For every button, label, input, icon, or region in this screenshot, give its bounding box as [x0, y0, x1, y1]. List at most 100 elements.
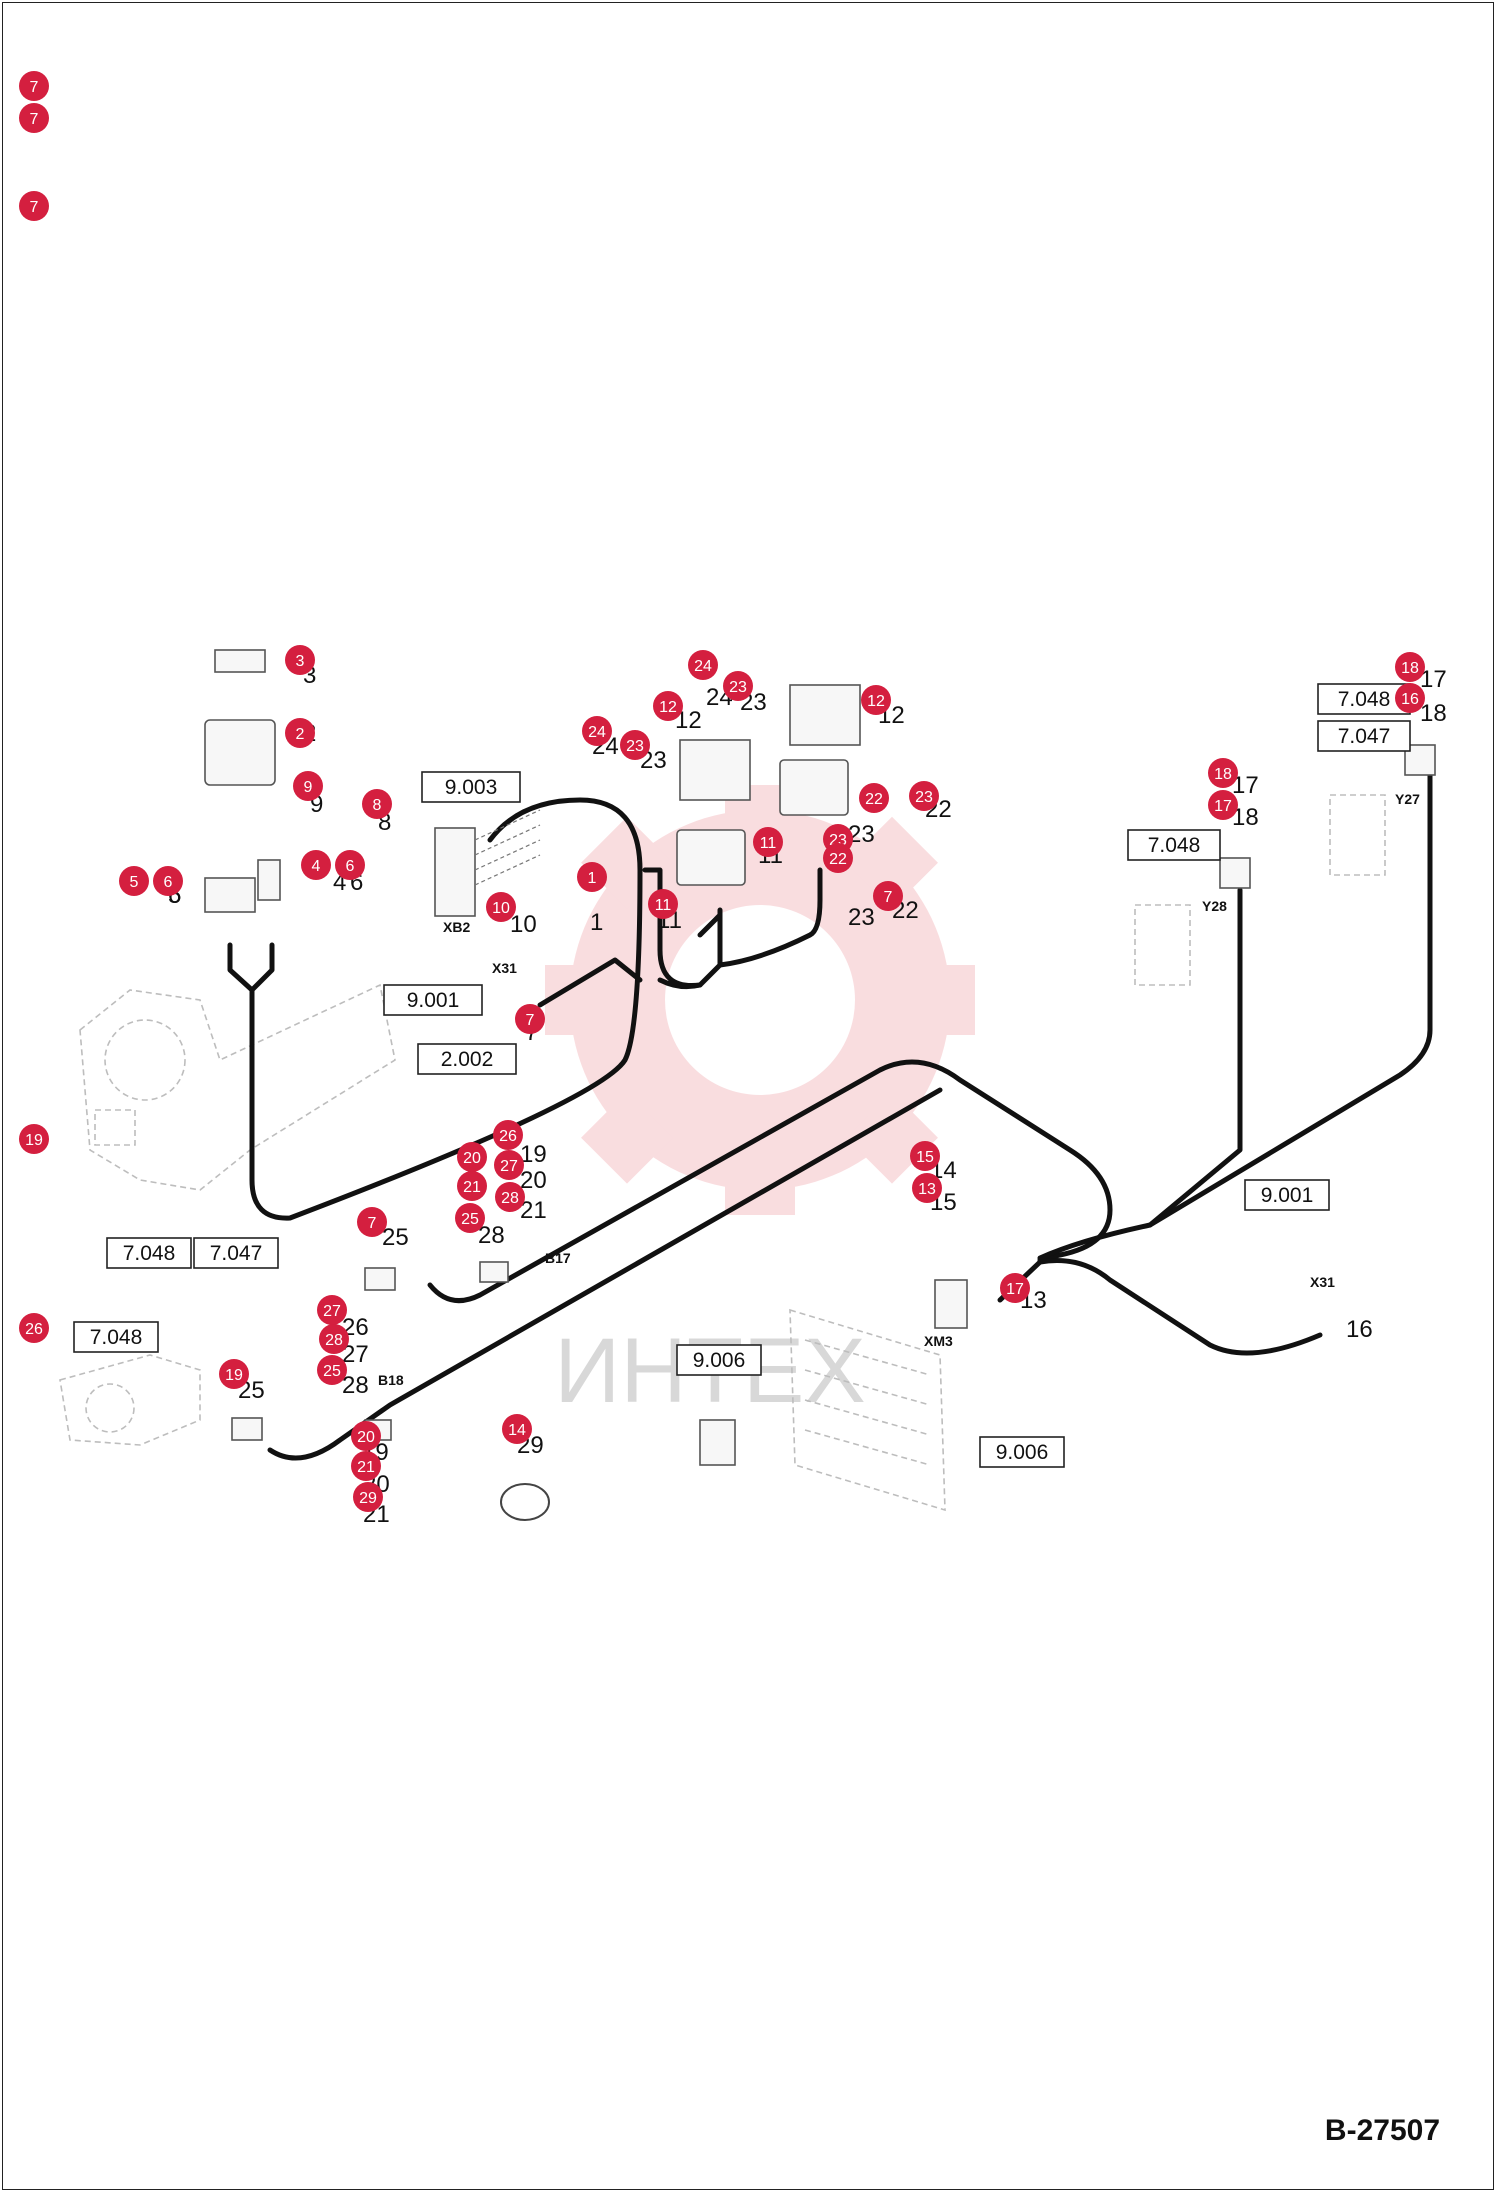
item-callout-number: 26: [499, 1128, 517, 1145]
item-callout-number: 28: [501, 1190, 519, 1207]
callout-under-number: 28: [342, 1372, 369, 1399]
item-callout: 22: [859, 783, 889, 813]
item-callout: 3: [285, 645, 315, 675]
callout-under-numbers: 3298564624231224231211011112322232271920…: [168, 662, 1447, 1528]
item-callout: 24: [582, 716, 612, 746]
item-callout-number: 28: [325, 1332, 343, 1349]
machine-outline-bottom-left: [59, 1354, 201, 1446]
callout-under-number: 10: [510, 911, 537, 938]
item-callout: 28: [319, 1324, 349, 1354]
item-callout: 26: [493, 1120, 523, 1150]
reference-box-label: 7.048: [123, 1242, 176, 1265]
item-callout-number: 18: [1214, 766, 1232, 783]
switch-body: [204, 649, 276, 786]
item-callout-number: 5: [130, 874, 139, 891]
item-callout-number: 1: [588, 870, 597, 887]
item-callout: 5: [119, 866, 149, 896]
reference-box-label: 7.048: [90, 1326, 143, 1349]
item-callout-number: 27: [323, 1303, 341, 1320]
item-callout-number: 3: [296, 653, 305, 670]
item-callout: 7: [19, 71, 49, 101]
connector-label-xm3: XM3: [924, 1333, 953, 1349]
item-callout: 19: [19, 1124, 49, 1154]
callout-under-number: 23: [848, 904, 875, 931]
item-callout: 22: [823, 843, 853, 873]
reference-box: 7.047: [193, 1237, 279, 1269]
item-callout-number: 25: [323, 1363, 341, 1380]
item-callout-number: 6: [164, 874, 173, 891]
item-callout: 11: [648, 889, 678, 919]
item-callout: 2: [285, 718, 315, 748]
reference-box: 7.048: [1127, 829, 1221, 861]
item-callout: 18: [1208, 758, 1238, 788]
item-callout: 27: [494, 1150, 524, 1180]
connector-label-xb2: XB2: [443, 919, 470, 935]
item-callout-number: 4: [312, 858, 321, 875]
reference-box: 9.001: [383, 984, 483, 1016]
item-callout-number: 16: [1401, 691, 1419, 708]
reference-box-label: 9.001: [1261, 1184, 1314, 1207]
item-callout: 14: [502, 1414, 532, 1444]
callout-under-number: 19: [520, 1141, 547, 1168]
connector-xb2: [434, 809, 541, 917]
item-callout-number: 18: [1401, 660, 1419, 677]
item-callout-number: 23: [626, 738, 644, 755]
item-callout: 1: [577, 862, 607, 892]
connector-label-y28: Y28: [1202, 898, 1227, 914]
connector-label-b17: B17: [545, 1250, 571, 1266]
callout-under-number: 25: [382, 1224, 409, 1251]
callout-under-number: 18: [1420, 700, 1447, 727]
connector-label-x31: X31: [492, 960, 517, 976]
item-callout-number: 6: [346, 858, 355, 875]
valve-outlines: [1134, 794, 1386, 986]
item-callout-number: 12: [659, 699, 677, 716]
item-callout-number: 7: [30, 111, 39, 128]
item-callout: 10: [486, 892, 516, 922]
item-callout-number: 9: [304, 779, 313, 796]
callout-under-number: 23: [848, 821, 875, 848]
reference-box-label: 7.048: [1148, 834, 1201, 857]
connector-label-b18: B18: [378, 1372, 404, 1388]
item-callout-number: 20: [357, 1429, 375, 1446]
item-callout: 12: [653, 691, 683, 721]
reference-box-label: 9.001: [407, 989, 460, 1012]
item-callout: 7: [19, 191, 49, 221]
reference-box-label: 9.003: [445, 776, 498, 799]
item-callout-number: 23: [915, 789, 933, 806]
item-callout: 9: [293, 771, 323, 801]
item-callout-number: 17: [1006, 1281, 1024, 1298]
reference-box: 9.003: [421, 771, 521, 803]
reference-box: 7.048: [73, 1321, 159, 1353]
item-callout-number: 20: [463, 1150, 481, 1167]
item-callout-number: 22: [829, 851, 847, 868]
reference-box-label: 7.047: [210, 1242, 263, 1265]
item-callout: 11: [753, 827, 783, 857]
item-callout: 21: [457, 1171, 487, 1201]
reference-box-label: 9.006: [693, 1349, 746, 1372]
relay-parts: [676, 684, 861, 886]
item-callout: 6: [153, 866, 183, 896]
item-callout-number: 19: [225, 1367, 243, 1384]
item-callout: 15: [910, 1141, 940, 1171]
reference-box: 2.002: [417, 1043, 517, 1075]
item-callout: 20: [457, 1142, 487, 1172]
item-callout: 17: [1208, 790, 1238, 820]
item-callout: 7: [515, 1004, 545, 1034]
item-callout-number: 29: [359, 1490, 377, 1507]
item-callout-number: 24: [588, 724, 606, 741]
item-callout-number: 7: [368, 1215, 377, 1232]
item-callout: 23: [723, 671, 753, 701]
item-callout: 13: [912, 1173, 942, 1203]
reference-box-label: 2.002: [441, 1048, 494, 1071]
item-callout: 17: [1000, 1273, 1030, 1303]
reference-box: 9.006: [979, 1436, 1065, 1468]
item-callout-number: 7: [526, 1012, 535, 1029]
item-callout-number: 26: [25, 1321, 43, 1338]
callout-under-number: 21: [520, 1197, 547, 1224]
item-callout-number: 22: [865, 791, 883, 808]
callout-under-number: 28: [478, 1222, 505, 1249]
callout-under-number: 16: [1346, 1316, 1373, 1343]
item-callout: 18: [1395, 652, 1425, 682]
machine-outline-left: [79, 983, 396, 1191]
